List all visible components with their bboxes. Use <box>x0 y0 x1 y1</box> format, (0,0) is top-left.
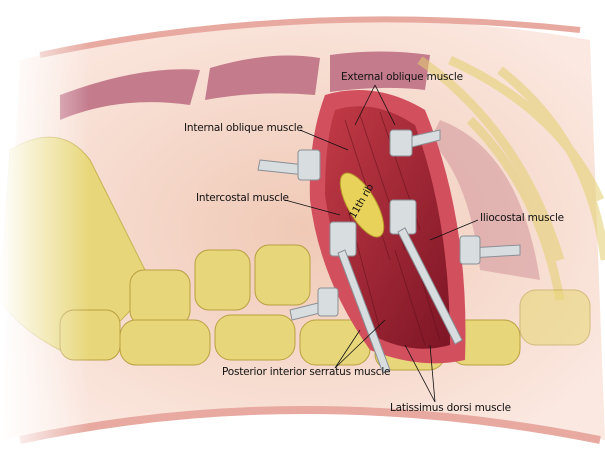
back-muscle-band <box>205 55 320 100</box>
chest-muscle <box>430 120 540 280</box>
label-iliocostal: Iliocostal muscle <box>480 212 564 224</box>
label-external-oblique: External oblique muscle <box>341 71 463 83</box>
leader-lines <box>284 84 479 403</box>
label-posterior-serratus: Posterior interior serratus muscle <box>222 366 391 378</box>
label-intercostal: Intercostal muscle <box>196 192 289 204</box>
back-muscle-band <box>60 69 200 120</box>
ribcage <box>417 55 605 301</box>
back-muscle-band <box>330 51 430 92</box>
label-latissimus-dorsi: Latissimus dorsi muscle <box>390 402 511 414</box>
retractors <box>257 129 521 374</box>
skin-top-edge <box>39 16 581 58</box>
skin-bottom-edge <box>19 406 601 444</box>
fade-left <box>0 0 90 468</box>
rib-11-bone <box>339 172 385 238</box>
label-internal-oblique: Internal oblique muscle <box>184 122 303 134</box>
